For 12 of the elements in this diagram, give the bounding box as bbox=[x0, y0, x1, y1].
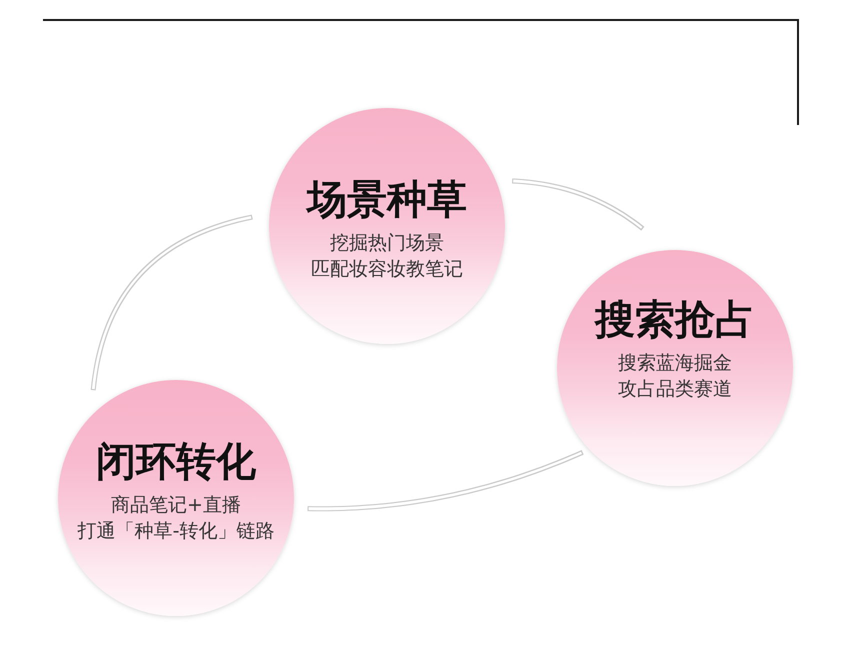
step-title: 场景种草 bbox=[307, 176, 467, 224]
step-description: 搜索蓝海掘金 bbox=[618, 351, 732, 376]
connector-arc bbox=[308, 450, 584, 512]
step-description: 挖掘热门场景 bbox=[330, 231, 444, 256]
step-description: 打通「种草-转化」链路 bbox=[78, 519, 274, 544]
connector-arc bbox=[90, 214, 253, 390]
step-title: 闭环转化 bbox=[96, 438, 256, 486]
step-description: 攻占品类赛道 bbox=[618, 377, 732, 402]
step-description: 匹配妆容妆教笔记 bbox=[311, 257, 463, 282]
step-description: 商品笔记+直播 bbox=[111, 493, 241, 518]
connector-arc bbox=[512, 178, 644, 231]
step-title: 搜索抢占 bbox=[595, 296, 755, 344]
